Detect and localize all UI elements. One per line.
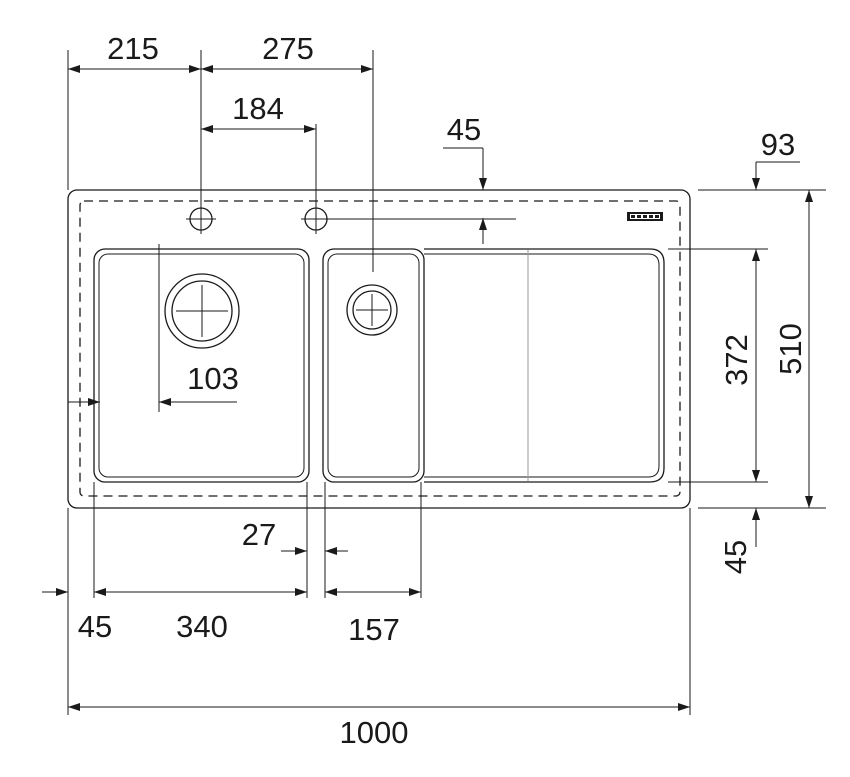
main-bowl bbox=[93, 248, 310, 483]
tap-hole-1-icon bbox=[186, 204, 216, 234]
sink-outline bbox=[67, 189, 691, 509]
dimension-lines bbox=[42, 65, 813, 711]
tap-hole-2-icon bbox=[301, 204, 516, 234]
dim-label-1000: 1000 bbox=[340, 715, 409, 750]
dim-label-45-front: 45 bbox=[718, 540, 753, 574]
drainer bbox=[424, 248, 665, 483]
dim-label-27: 27 bbox=[242, 517, 276, 552]
dim-label-340: 340 bbox=[176, 609, 228, 644]
brand-logo-icon bbox=[627, 212, 663, 221]
half-bowl-drain-icon bbox=[346, 284, 398, 336]
dim-label-184: 184 bbox=[232, 91, 284, 126]
dim-label-275: 275 bbox=[262, 31, 314, 66]
half-bowl bbox=[322, 248, 425, 483]
dim-label-215: 215 bbox=[107, 31, 159, 66]
dim-label-45-back: 45 bbox=[447, 112, 481, 147]
dim-label-93: 93 bbox=[761, 127, 795, 162]
dim-label-372: 372 bbox=[719, 334, 754, 386]
dim-label-45-left: 45 bbox=[78, 609, 112, 644]
main-bowl-drain-icon bbox=[164, 273, 240, 349]
dim-label-510: 510 bbox=[773, 323, 808, 375]
dim-label-103: 103 bbox=[187, 361, 239, 396]
dim-label-157: 157 bbox=[348, 612, 400, 647]
